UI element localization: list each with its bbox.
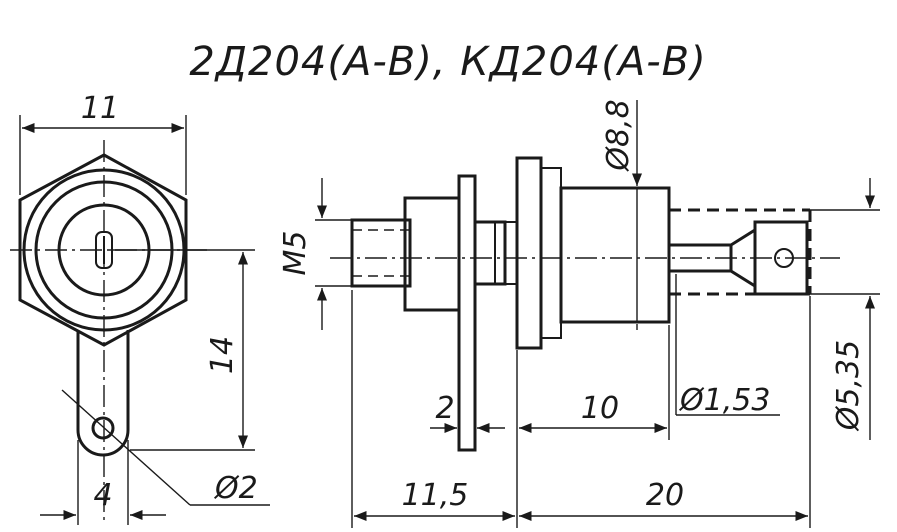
- end-view: Ø2 11 14 4: [10, 91, 270, 525]
- thread-section: [473, 220, 507, 286]
- nut: [403, 196, 461, 312]
- solder-lug-plate: [457, 174, 477, 452]
- dim-thread-m5: M5: [278, 231, 313, 276]
- side-view: M5 Ø8,8 Ø5,35 Ø1,53 2 10 11,5 2: [278, 99, 880, 528]
- dim-body-diameter: Ø8,8: [601, 99, 636, 172]
- dim-hole-diameter: Ø2: [213, 471, 258, 506]
- tab-hole: [91, 416, 115, 440]
- dim-plate-thickness: 2: [435, 391, 454, 426]
- dim-length-20: 20: [646, 478, 684, 513]
- dim-lead-end-diameter: Ø5,35: [831, 340, 866, 432]
- terminal-eye-hole: [774, 248, 794, 268]
- dim-width-11: 11: [81, 91, 119, 126]
- solder-tab: [76, 330, 130, 457]
- dim-length-10: 10: [581, 391, 619, 426]
- dim-length-11-5: 11,5: [402, 478, 469, 513]
- dim-tab-4: 4: [93, 478, 112, 513]
- terminal-eye: [753, 220, 809, 296]
- diode-body: [559, 186, 671, 324]
- drawing-title: 2Д204(А-В), КД204(А-В): [189, 39, 706, 85]
- dim-height-14: 14: [205, 336, 240, 374]
- threaded-stud: [350, 218, 412, 288]
- dim-lead-diameter: Ø1,53: [678, 383, 770, 418]
- hex-flange: [515, 156, 543, 350]
